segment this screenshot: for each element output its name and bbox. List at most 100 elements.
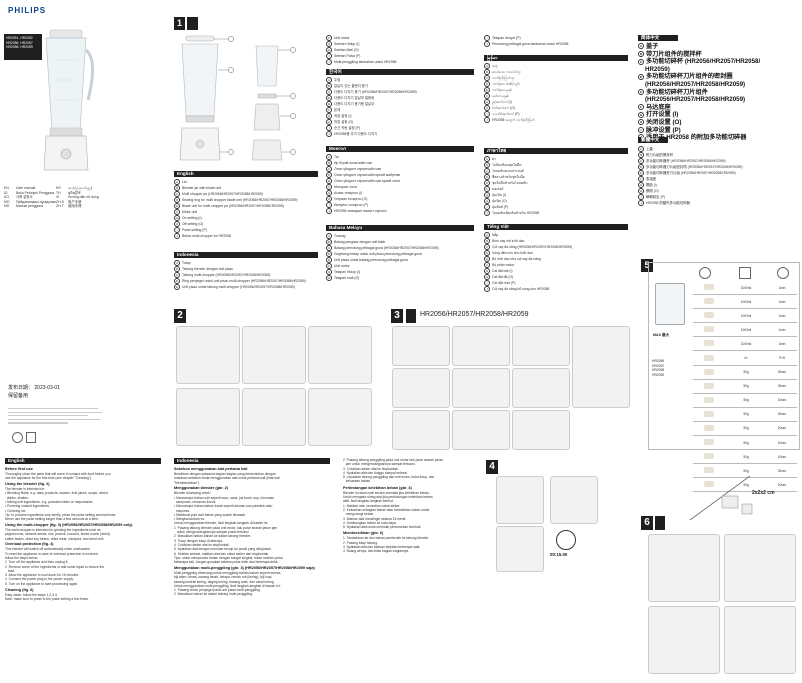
fig2-step-image bbox=[308, 326, 372, 384]
section-heading: Using the blender (fig. 2) bbox=[5, 482, 50, 487]
section-text: 2 Remove some of the ingredients or add … bbox=[5, 564, 105, 569]
section-text: 1 Tambahkan air dan bahan pembersih ke t… bbox=[343, 536, 430, 541]
fig5-qty: 1000ml bbox=[725, 281, 767, 296]
fig3-step-image bbox=[392, 410, 450, 450]
fig4-step-image bbox=[496, 526, 544, 572]
model-label: HR2057 bbox=[652, 363, 665, 368]
fig3-step-image bbox=[452, 368, 510, 408]
fig5-time: 10sec bbox=[767, 435, 797, 451]
section-text: This blender will switch off automatical… bbox=[5, 547, 91, 552]
fig5-qty: 50g bbox=[725, 463, 767, 479]
release-value: 2023-03-01 bbox=[34, 385, 60, 391]
section-text: Note: make sure to press to the pulse se… bbox=[5, 596, 89, 601]
fig5-time: 30sec bbox=[767, 407, 797, 422]
fig3-step-image bbox=[512, 368, 570, 408]
fig5-time: P×5 bbox=[767, 350, 797, 366]
fig3-step-image bbox=[512, 410, 570, 450]
lang-code: TH bbox=[56, 190, 61, 195]
fig1-parts-drawing bbox=[179, 35, 296, 161]
fig5-time: 1min bbox=[767, 294, 797, 310]
section-text: 5 Turn on the appliance to start process… bbox=[5, 581, 79, 586]
section-text: 4 Colokkan steker alat ke stopkontak. bbox=[174, 542, 230, 547]
ingredient-icon bbox=[693, 365, 725, 380]
fig3-step-image bbox=[512, 326, 570, 366]
section-text: untuk mengencangkannya sampai posisi ter… bbox=[174, 530, 250, 535]
section-text: Never use the pulse setting longer than … bbox=[5, 517, 99, 522]
fig5-qty: 50g bbox=[725, 393, 767, 408]
fig5-qty: 1000ml bbox=[725, 322, 767, 338]
section-text: 4 Nyalakan alat dan tunggu sampai selesa… bbox=[343, 470, 408, 475]
section-text: 6 Setelah selesai, matikan alat dan cabu… bbox=[174, 551, 270, 556]
ingredient-icon bbox=[693, 350, 725, 366]
section-text: "Membersihkan"). bbox=[174, 480, 200, 485]
section-text: 1 Turn off the appliance and then unplug… bbox=[5, 560, 69, 565]
thai-header: ภาษาไทย bbox=[484, 148, 628, 154]
section-heading: Perlindungan kelebihan beban (gbr. 4) bbox=[343, 485, 412, 490]
ingredient-icon bbox=[693, 294, 725, 310]
fig5-qty: 50g bbox=[725, 407, 767, 422]
fig2-step-image bbox=[176, 326, 240, 384]
section-text: Tips: untuk memproses bahan dengan sanga… bbox=[174, 555, 283, 560]
myanmar-header: မြန်မာ bbox=[484, 55, 628, 61]
model-label: HR2058 bbox=[652, 368, 665, 373]
section-text: To reset the appliance in case of overlo… bbox=[5, 551, 99, 556]
fig5-table: MAX 最大 HR2056 HR2057 HR2058 HR2059 1000m… bbox=[648, 262, 800, 493]
lang-code: KO bbox=[4, 195, 9, 200]
parts-item-cont: (HR2056/HR2057/HR2058/HR2059) bbox=[645, 80, 746, 88]
section-heading: Menggunakan multi-penggiling (gbr. 3) (H… bbox=[174, 565, 315, 570]
section-text: mengurangi beban. bbox=[343, 512, 375, 517]
ingredient-icon bbox=[693, 336, 725, 352]
fig6-steps bbox=[648, 534, 798, 674]
section-text: drinks, shakes. bbox=[5, 495, 29, 500]
section-text: 4 Connect the power plug to the power su… bbox=[5, 577, 74, 582]
lang-name: အသုံးပြုသူလမ်းညွှန် bbox=[68, 186, 93, 190]
fig5-time: 30sec bbox=[767, 463, 797, 479]
section-text: 3 Allow the appliance to cool down for 1… bbox=[5, 573, 80, 578]
ingredient-icon bbox=[693, 463, 725, 479]
section-heading: Using the multi-chopper (fig. 3) (HR2056… bbox=[5, 522, 133, 527]
fig4-timer: 00:15.00 bbox=[550, 552, 568, 557]
fig3-step-image bbox=[392, 368, 450, 408]
fig5-qty: 4× bbox=[725, 350, 767, 366]
fig2-step-image bbox=[242, 388, 306, 446]
fig6-step-image bbox=[724, 606, 796, 674]
lang-name: คู่มือผู้ใช้ bbox=[68, 190, 81, 195]
lang-code: VI bbox=[56, 195, 60, 200]
